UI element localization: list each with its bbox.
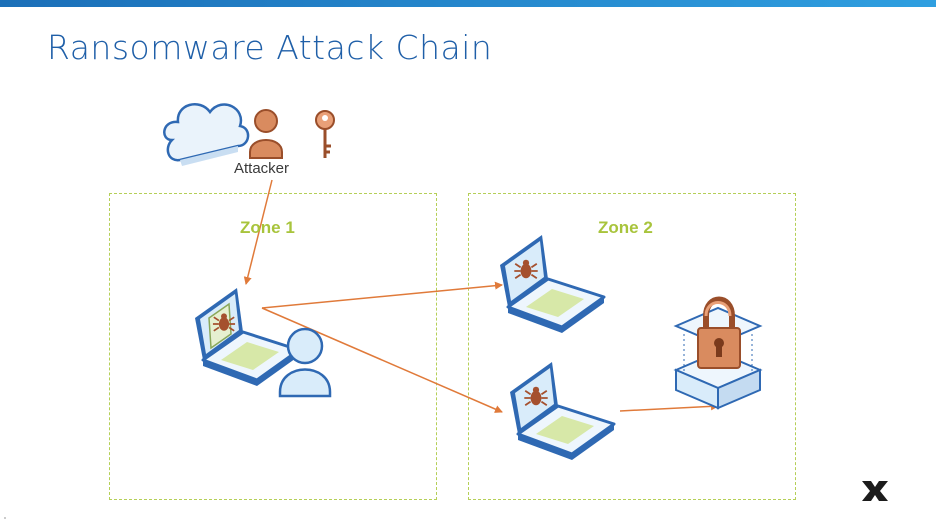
zone1-to-laptop-bottom-arrow bbox=[261, 307, 503, 413]
laptop-to-storage-arrow bbox=[619, 402, 719, 412]
cloud-icon bbox=[163, 103, 250, 166]
user-icon bbox=[278, 327, 332, 398]
zone-2-label: Zone 2 bbox=[598, 218, 653, 237]
locked-storage-icon bbox=[673, 296, 763, 410]
zone-2-boundary bbox=[468, 193, 796, 500]
key-icon bbox=[315, 110, 335, 158]
attacker-to-laptop-arrow bbox=[243, 179, 273, 285]
top-accent-bar bbox=[0, 0, 936, 7]
attacker-label: Attacker bbox=[232, 160, 292, 177]
slide-title: Ransomware Attack Chain bbox=[47, 28, 493, 67]
infected-laptop-icon bbox=[193, 286, 301, 388]
attacker-person-icon bbox=[249, 109, 283, 159]
zone1-to-laptop-top-arrow bbox=[261, 281, 503, 309]
infected-laptop-icon bbox=[498, 233, 606, 335]
zone-1-label: Zone 1 bbox=[240, 218, 295, 237]
corner-dot bbox=[4, 517, 6, 519]
zone-1-boundary bbox=[109, 193, 437, 500]
brand-logo bbox=[862, 481, 888, 501]
infected-laptop-icon bbox=[508, 360, 616, 462]
